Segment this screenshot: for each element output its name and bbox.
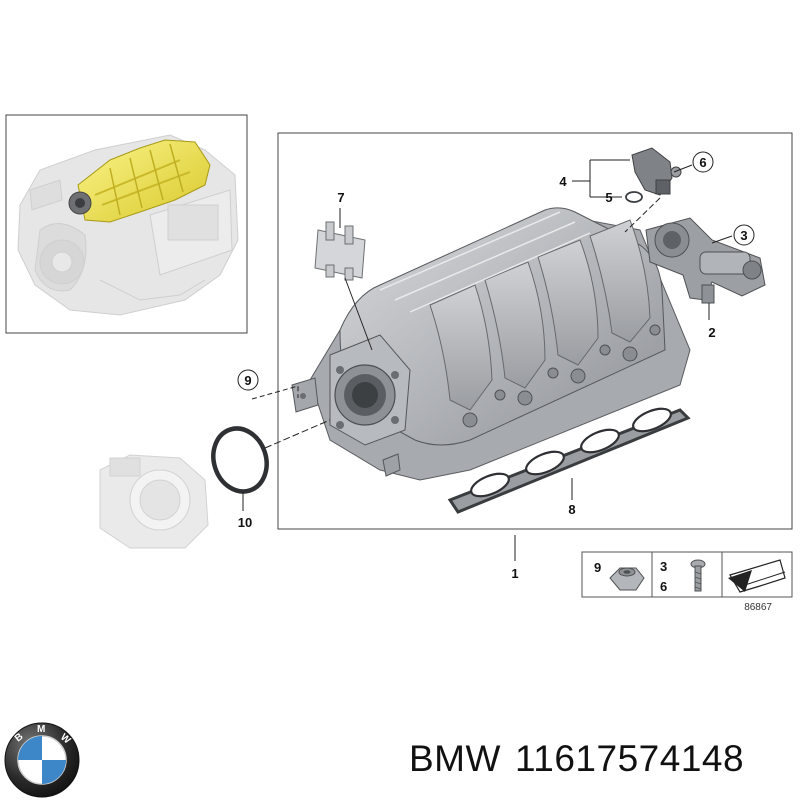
reference-number: 86867: [744, 602, 772, 613]
manifold-runners: [429, 219, 651, 411]
throttle-gasket-ring: [211, 426, 269, 494]
callouts: 6 3 9 7 4 5 2 10 8 1: [237, 151, 755, 581]
bolt-bosses: [462, 324, 661, 428]
callout-7: 7: [337, 190, 344, 205]
part-title: BMW 11617574148: [409, 738, 744, 780]
main-frame: [277, 132, 793, 530]
callout-6: 6: [699, 155, 706, 170]
callout-8: 8: [568, 502, 575, 517]
manifold-gasket: [447, 407, 691, 514]
fastener-legend: 9 3 6: [581, 551, 793, 598]
callout-1: 1: [511, 566, 518, 581]
tumble-valve-actuator: [645, 217, 766, 304]
overview-inset: [5, 114, 248, 334]
callout-2: 2: [708, 325, 715, 340]
legend-bolt-label-bottom: 6: [660, 579, 667, 594]
throttle-body-ghost: [99, 454, 209, 549]
bmw-logo-icon: B M W: [4, 722, 80, 798]
o-ring-5: [625, 191, 643, 203]
direction-arrow-icon: [728, 559, 786, 593]
bracket-part: [314, 221, 366, 281]
callout-5: 5: [605, 190, 612, 205]
callout-4: 4: [559, 174, 567, 189]
intake-manifold: [291, 207, 691, 481]
part-number: 11617574148: [514, 738, 745, 779]
callout-10: 10: [238, 515, 252, 530]
manifold-ridges: [379, 211, 591, 313]
bolt-icon: [690, 559, 706, 592]
svg-text:M: M: [37, 724, 45, 735]
callout-circle-6: [692, 151, 714, 173]
leader-lines: [242, 159, 733, 561]
brand-name: BMW: [409, 738, 501, 779]
legend-nut-label: 9: [594, 560, 601, 575]
callout-3: 3: [740, 228, 747, 243]
map-sensor: [631, 147, 682, 196]
callout-circle-3: [733, 224, 755, 246]
nut-icon: [609, 567, 645, 591]
highlighted-intake-manifold: [68, 139, 211, 223]
callout-circle-9: [237, 369, 259, 391]
throttle-flange: [329, 334, 411, 446]
legend-bolt-label-top: 3: [660, 559, 667, 574]
callout-9: 9: [244, 373, 251, 388]
